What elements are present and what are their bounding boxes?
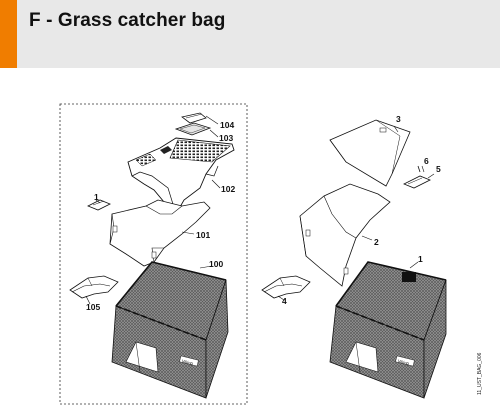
part-2-frame bbox=[299, 183, 391, 287]
part-1-left-clip bbox=[87, 199, 111, 211]
part-label-100: 100 bbox=[209, 259, 223, 269]
part-label-4: 4 bbox=[282, 296, 287, 306]
part-label-6: 6 bbox=[424, 156, 429, 166]
leader-lines-left bbox=[85, 115, 221, 305]
brand-label-right: Viking bbox=[397, 358, 410, 366]
part-6-screw bbox=[417, 165, 421, 173]
part-4-handle bbox=[261, 275, 311, 299]
part-label-1-right: 1 bbox=[418, 254, 423, 264]
document-id: 11_UST_BAG_006 bbox=[477, 352, 483, 395]
assembly-group-box bbox=[59, 103, 248, 405]
part-100-mesh-bag: Viking bbox=[111, 261, 229, 399]
part-label-3: 3 bbox=[396, 114, 401, 124]
part-label-2: 2 bbox=[374, 237, 379, 247]
header-bar: F - Grass catcher bag bbox=[0, 0, 500, 68]
part-label-101: 101 bbox=[196, 230, 210, 240]
brand-label-left: Viking bbox=[181, 358, 194, 366]
part-3-top-cover bbox=[329, 119, 411, 187]
part-101-inner-frame bbox=[109, 199, 211, 267]
part-label-5: 5 bbox=[436, 164, 441, 174]
part-label-1-left: 1 bbox=[94, 192, 99, 202]
page-title: F - Grass catcher bag bbox=[29, 10, 226, 31]
part-5-clip bbox=[403, 175, 431, 189]
exploded-parts-diagram: Viking bbox=[59, 103, 447, 405]
part-label-102: 102 bbox=[221, 184, 235, 194]
part-1-right-mesh-bag: Viking bbox=[329, 261, 447, 399]
part-103-label-plate bbox=[174, 122, 212, 136]
part-102-top-lid bbox=[127, 137, 235, 221]
part-label-103: 103 bbox=[219, 133, 233, 143]
part-105-handle bbox=[69, 275, 119, 299]
leader-lines-right bbox=[277, 125, 435, 301]
part-label-104: 104 bbox=[220, 120, 234, 130]
part-104-clip bbox=[181, 112, 207, 124]
orange-accent-bar bbox=[0, 0, 17, 68]
part-label-105: 105 bbox=[86, 302, 100, 312]
